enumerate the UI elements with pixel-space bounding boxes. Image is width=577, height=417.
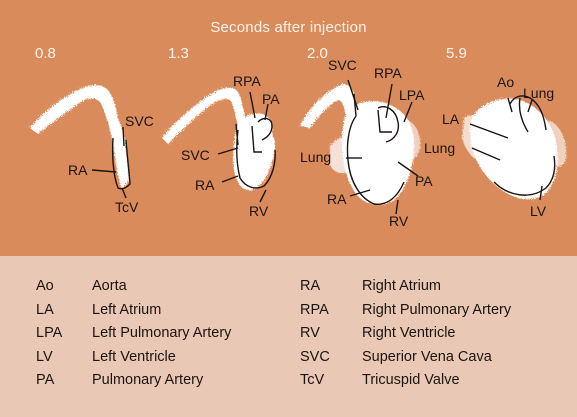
- frame-1-label-tcv: TcV: [115, 199, 139, 215]
- frame-4-lung-haze: [462, 115, 482, 160]
- frame-3-label-rv: RV: [389, 213, 409, 229]
- legend-term: Pulmonary Artery: [92, 372, 203, 388]
- legend-abbr: SVC: [300, 346, 362, 370]
- frame-1-label-svc: SVC: [125, 113, 154, 129]
- frame-3-lung-haze-right: [406, 120, 420, 160]
- frame-4-contrast: [462, 98, 566, 199]
- frame-2-label-pa: PA: [262, 91, 280, 107]
- frame-3-label-lpa: LPA: [399, 87, 425, 103]
- frame-2-contrast: [162, 88, 275, 191]
- legend-term: Right Atrium: [362, 278, 441, 294]
- frame-3-label-svc: SVC: [328, 57, 357, 73]
- legend-abbr: RA: [300, 275, 362, 299]
- legend-term: Right Pulmonary Artery: [362, 302, 511, 318]
- legend-abbr: RV: [300, 322, 362, 346]
- legend-abbr: TcV: [300, 369, 362, 393]
- legend-term: Right Ventricle: [362, 325, 456, 341]
- legend-abbr: PA: [36, 369, 92, 393]
- legend-abbr: LA: [36, 299, 92, 323]
- legend-term: Left Pulmonary Artery: [92, 325, 231, 341]
- legend-abbr: LV: [36, 346, 92, 370]
- frame-2-label-rpa: RPA: [233, 73, 261, 89]
- frame-1-label-ra: RA: [68, 162, 88, 178]
- frame-2-vein-streak: [162, 88, 246, 145]
- frame-3-label-lung: Lung: [300, 149, 331, 165]
- legend-abbr: Ao: [36, 275, 92, 299]
- frame-4-label-la: LA: [442, 111, 460, 127]
- frame-3-label-ra: RA: [327, 191, 347, 207]
- contrast-frames: SVC RA TcV RPA PA SVC RA RV: [0, 0, 577, 256]
- legend-term: Left Ventricle: [92, 349, 176, 365]
- frame-3-label-pa: PA: [415, 173, 433, 189]
- frame-4-lung-haze-right: [548, 120, 566, 167]
- frame-4-label-ao: Ao: [497, 74, 514, 90]
- legend-abbr: LPA: [36, 322, 92, 346]
- legend-term: Superior Vena Cava: [362, 349, 492, 365]
- frame-4-label-lv: LV: [530, 203, 547, 219]
- legend-term: Aorta: [92, 278, 127, 294]
- frame-4-left-heart: [470, 98, 557, 199]
- frame-4-label-lung-lower: Lung: [424, 140, 455, 156]
- legend-term: Tricuspid Valve: [362, 372, 460, 388]
- legend-term: Left Atrium: [92, 302, 161, 318]
- legend-abbr: RPA: [300, 299, 362, 323]
- frame-3-label-rpa: RPA: [374, 65, 402, 81]
- frame-2-label-rv: RV: [249, 203, 269, 219]
- frame-2-label-ra: RA: [195, 177, 215, 193]
- frame-4-label-lung-upper: Lung: [523, 85, 554, 101]
- frame-2-label-svc: SVC: [181, 147, 210, 163]
